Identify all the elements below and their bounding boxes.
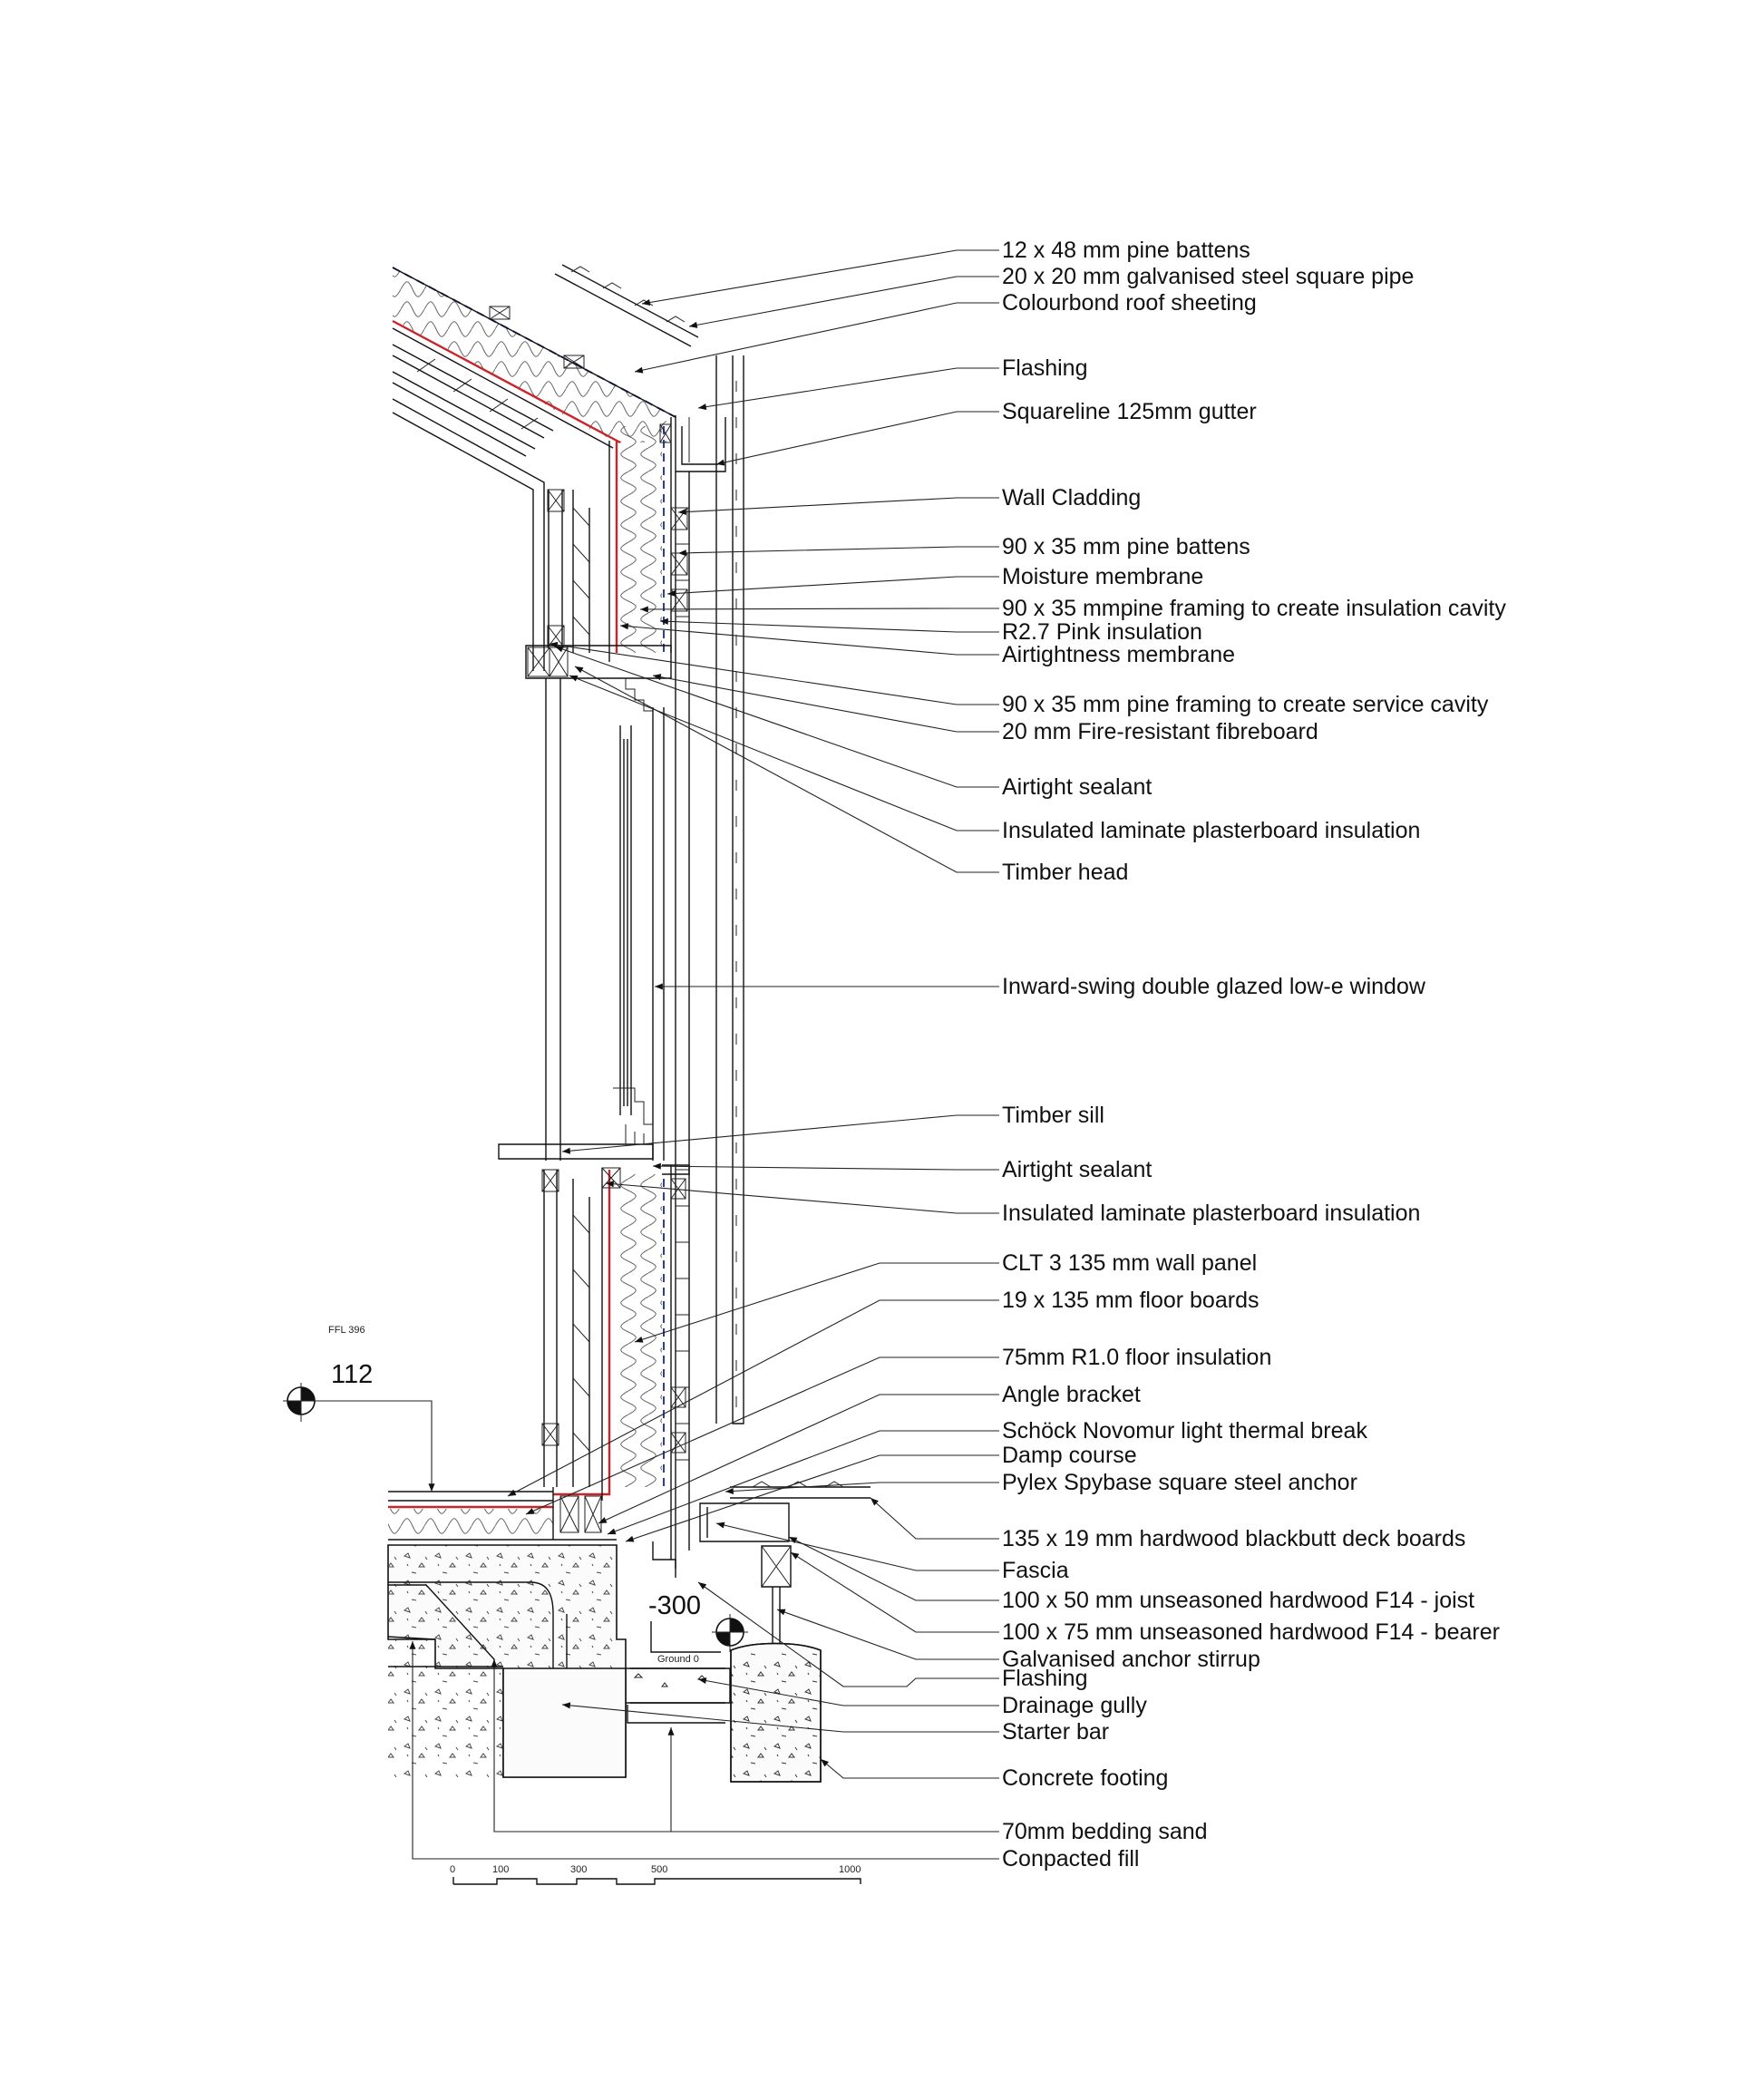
label-flashing-top: Flashing <box>1002 355 1088 381</box>
label-service-cavity-framing: 90 x 35 mm pine framing to create servic… <box>1002 692 1489 717</box>
label-plasterboard-top: Insulated laminate plasterboard insulati… <box>1002 818 1420 843</box>
upper-wall-assembly <box>525 417 688 725</box>
label-compacted-fill: Conpacted fill <box>1002 1846 1139 1872</box>
label-steel-square-pipe: 20 x 20 mm galvanised steel square pipe <box>1002 264 1414 289</box>
label-insulation-cavity-framing: 90 x 35 mmpine framing to create insulat… <box>1002 596 1506 621</box>
ffl-value: 112 <box>331 1360 373 1389</box>
label-airtight-sealant-bottom: Airtight sealant <box>1002 1157 1152 1182</box>
label-timber-sill: Timber sill <box>1002 1103 1104 1128</box>
label-deck-boards: 135 x 19 mm hardwood blackbutt deck boar… <box>1002 1526 1465 1551</box>
label-drainage-gully: Drainage gully <box>1002 1693 1147 1718</box>
label-joist: 100 x 50 mm unseasoned hardwood F14 - jo… <box>1002 1588 1474 1613</box>
roof-assembly <box>392 264 699 671</box>
label-steel-anchor: Pylex Spybase square steel anchor <box>1002 1470 1357 1495</box>
label-floor-insulation: 75mm R1.0 floor insulation <box>1002 1345 1271 1370</box>
label-window: Inward-swing double glazed low-e window <box>1002 974 1426 999</box>
label-wall-cladding: Wall Cladding <box>1002 485 1141 510</box>
label-airtightness-membrane: Airtightness membrane <box>1002 642 1235 667</box>
window-assembly <box>498 678 665 1161</box>
label-pink-insulation: R2.7 Pink insulation <box>1002 619 1202 645</box>
scale-tick-100: 100 <box>492 1864 509 1875</box>
ground-level-marker: -300 Ground 0 <box>648 1591 748 1665</box>
scale-bar: 0 100 300 500 1000 <box>450 1864 861 1885</box>
ground-label: Ground 0 <box>657 1654 699 1665</box>
label-bearer: 100 x 75 mm unseasoned hardwood F14 - be… <box>1002 1619 1500 1645</box>
label-flashing-bottom: Flashing <box>1002 1666 1088 1691</box>
label-plasterboard-bottom: Insulated laminate plasterboard insulati… <box>1002 1201 1420 1226</box>
label-roof-sheeting: Colourbond roof sheeting <box>1002 290 1257 316</box>
scale-tick-0: 0 <box>450 1864 455 1875</box>
label-moisture-membrane: Moisture membrane <box>1002 564 1203 589</box>
label-fascia: Fascia <box>1002 1558 1069 1583</box>
ffl-label: FFL 396 <box>328 1325 365 1336</box>
label-thermal-break: Schöck Novomur light thermal break <box>1002 1418 1367 1444</box>
label-angle-bracket: Angle bracket <box>1002 1382 1141 1407</box>
ground-value: -300 <box>648 1591 701 1620</box>
label-pine-battens-90x35: 90 x 35 mm pine battens <box>1002 534 1250 559</box>
label-anchor-stirrup: Galvanised anchor stirrup <box>1002 1647 1260 1672</box>
scale-tick-500: 500 <box>651 1864 667 1875</box>
label-pine-battens-12x48: 12 x 48 mm pine battens <box>1002 238 1250 263</box>
gutter-and-cladding <box>675 355 744 1569</box>
label-bedding-sand: 70mm bedding sand <box>1002 1819 1208 1844</box>
label-floor-boards: 19 x 135 mm floor boards <box>1002 1288 1259 1313</box>
label-airtight-sealant-top: Airtight sealant <box>1002 774 1152 800</box>
lower-wall-assembly <box>541 1164 690 1560</box>
scale-tick-300: 300 <box>570 1864 587 1875</box>
label-starter-bar: Starter bar <box>1002 1719 1109 1745</box>
deck-and-footing <box>699 1481 870 1783</box>
floor-and-slab <box>387 1487 731 1778</box>
ffl-level-marker: FFL 396 112 <box>283 1325 435 1492</box>
label-fibreboard: 20 mm Fire-resistant fibreboard <box>1002 719 1318 744</box>
label-list: 12 x 48 mm pine battens 20 x 20 mm galva… <box>1002 238 1506 1872</box>
label-damp-course: Damp course <box>1002 1443 1137 1468</box>
label-timber-head: Timber head <box>1002 860 1128 885</box>
leader-lines <box>409 249 999 1860</box>
label-clt-wall-panel: CLT 3 135 mm wall panel <box>1002 1250 1257 1276</box>
label-concrete-footing: Concrete footing <box>1002 1765 1168 1791</box>
scale-tick-1000: 1000 <box>839 1864 861 1875</box>
label-gutter: Squareline 125mm gutter <box>1002 399 1257 424</box>
